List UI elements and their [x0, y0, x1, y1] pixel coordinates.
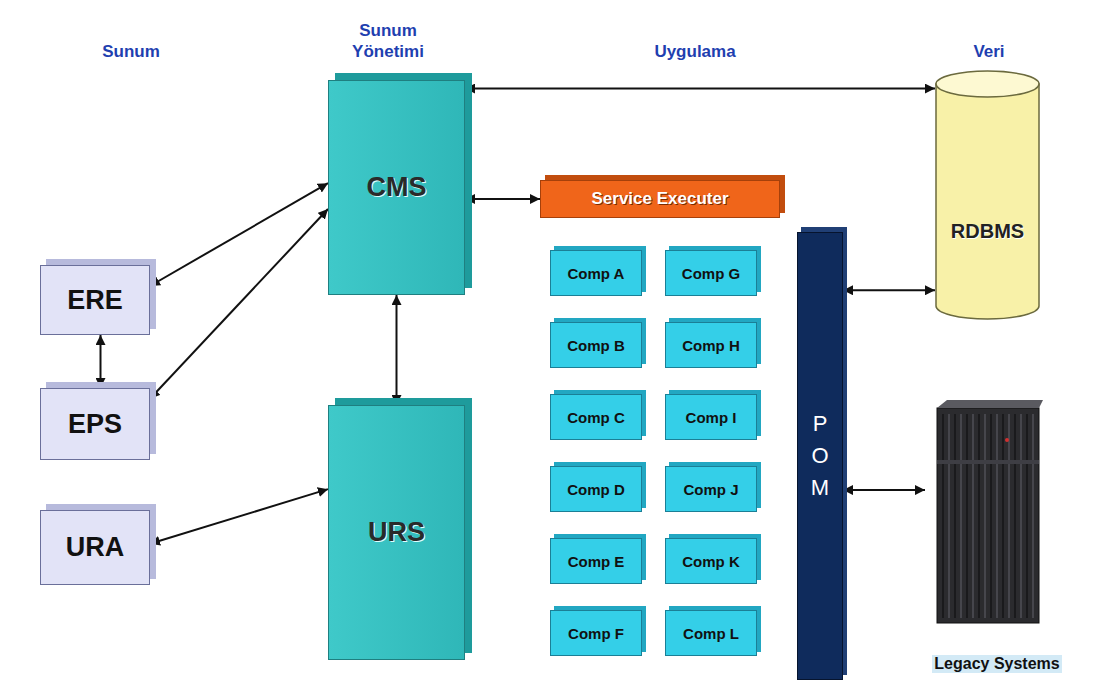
component-box: Comp J — [665, 466, 757, 512]
component-box: Comp G — [665, 250, 757, 296]
speaker — [198, 124, 218, 176]
component-box: Comp I — [665, 394, 757, 440]
cabinet-grille — [1014, 414, 1016, 618]
key-row — [99, 204, 199, 205]
column-heading-area: Sunum — [6, 0, 256, 62]
node-label: CMS — [367, 172, 427, 203]
cabinet-grille — [978, 414, 980, 618]
cabinet-grille — [966, 414, 968, 618]
monitor — [104, 70, 189, 158]
status-light — [1005, 438, 1009, 442]
connector-arrow — [465, 88, 935, 90]
component-box: Comp D — [550, 466, 642, 512]
node-label: ERE — [67, 285, 123, 316]
layer-column: Sunum YönetimiCMS URS — [262, 0, 514, 693]
cabinet-grille — [1032, 414, 1034, 618]
client-box: ERE — [40, 265, 150, 335]
keyboard — [92, 190, 206, 222]
cabinet-grille — [990, 414, 992, 618]
column-heading-area: Sunum Yönetimi — [262, 0, 514, 62]
cabinet-grille — [996, 414, 998, 618]
connector-arrow — [843, 289, 935, 291]
connector-arrow — [150, 183, 328, 286]
cabinet-top — [937, 400, 1043, 408]
cabinet-body — [937, 408, 1039, 623]
column-heading: Sunum — [76, 41, 186, 62]
component-box: Comp C — [550, 394, 642, 440]
column-face — [6, 72, 246, 693]
node-label: Service Executer — [591, 189, 728, 209]
node-label: Comp H — [682, 337, 740, 354]
screen — [112, 78, 180, 138]
client-box: EPS — [40, 388, 150, 460]
component-box: Comp B — [550, 322, 642, 368]
key-row — [97, 210, 201, 211]
legacy-system: Legacy Systems — [925, 400, 1069, 675]
node-label: Comp E — [568, 553, 625, 570]
column-heading: Veri — [934, 41, 1044, 62]
node-label: Comp K — [682, 553, 740, 570]
monitor-stand — [129, 158, 165, 172]
layer-column: VeriRDBMS Legacy Systems — [876, 0, 1102, 693]
node-label: RDBMS — [951, 220, 1024, 243]
client-box: URA — [40, 510, 150, 585]
node-label: Comp F — [568, 625, 624, 642]
column-heading: Sunum Yönetimi — [333, 20, 443, 62]
cylinder-top — [936, 71, 1039, 97]
layer-column: UygulamaService ExecuterComp A Comp G Comp… — [518, 0, 872, 693]
node-label: Comp C — [567, 409, 625, 426]
connector-arrow — [396, 295, 398, 405]
connector-arrow — [150, 209, 328, 399]
column-heading: Uygulama — [640, 41, 750, 62]
cabinet-band — [937, 460, 1039, 464]
connector-arrow — [843, 489, 925, 491]
cabinet-grille — [954, 414, 956, 618]
cabinet-grille — [1008, 414, 1010, 618]
cabinet-grille — [1020, 414, 1022, 618]
connector-arrow — [465, 198, 540, 200]
cylinder-body — [936, 84, 1039, 319]
column-heading-area: Uygulama — [518, 0, 872, 62]
node-label: Comp I — [686, 409, 737, 426]
cylinder-shape — [935, 70, 1040, 320]
connector-arrow — [100, 335, 102, 388]
server-box: URS — [328, 405, 465, 660]
server-box: CMS — [328, 80, 465, 295]
key-row — [95, 216, 203, 217]
node-label: Comp L — [683, 625, 739, 642]
database-cylinder: RDBMS — [935, 70, 1040, 320]
node-label: Comp A — [568, 265, 625, 282]
node-label: Comp B — [567, 337, 625, 354]
component-box: Comp K — [665, 538, 757, 584]
node-label: Comp J — [683, 481, 738, 498]
node-label: URS — [368, 517, 425, 548]
node-label: Legacy Systems — [932, 655, 1061, 673]
component-box: Comp L — [665, 610, 757, 656]
component-box: Comp A — [550, 250, 642, 296]
cabinet-grille — [942, 414, 944, 618]
mapper-bar: POM — [797, 232, 843, 680]
column-heading-area: Veri — [876, 0, 1102, 62]
key-row — [101, 198, 197, 199]
cabinet-grille — [972, 414, 974, 618]
component-box: Comp E — [550, 538, 642, 584]
computer-icon — [74, 62, 224, 232]
node-label: URA — [66, 532, 125, 563]
cabinet-grille — [1026, 414, 1028, 618]
executer-bar: Service Executer — [540, 180, 780, 218]
component-box: Comp H — [665, 322, 757, 368]
node-label: Comp G — [682, 265, 740, 282]
node-label: Comp D — [567, 481, 625, 498]
connector-arrow — [150, 489, 328, 544]
component-box: Comp F — [550, 610, 642, 656]
layer-column: SunumERE EPS URA — [6, 0, 256, 693]
cabinet-grille — [948, 414, 950, 618]
node-label: EPS — [68, 409, 122, 440]
cabinet-grille — [960, 414, 962, 618]
speaker — [78, 124, 98, 176]
cabinet-grille — [984, 414, 986, 618]
cabinet-grille — [1002, 414, 1004, 618]
node-label: POM — [809, 408, 831, 504]
server-cabinet — [933, 400, 1043, 625]
